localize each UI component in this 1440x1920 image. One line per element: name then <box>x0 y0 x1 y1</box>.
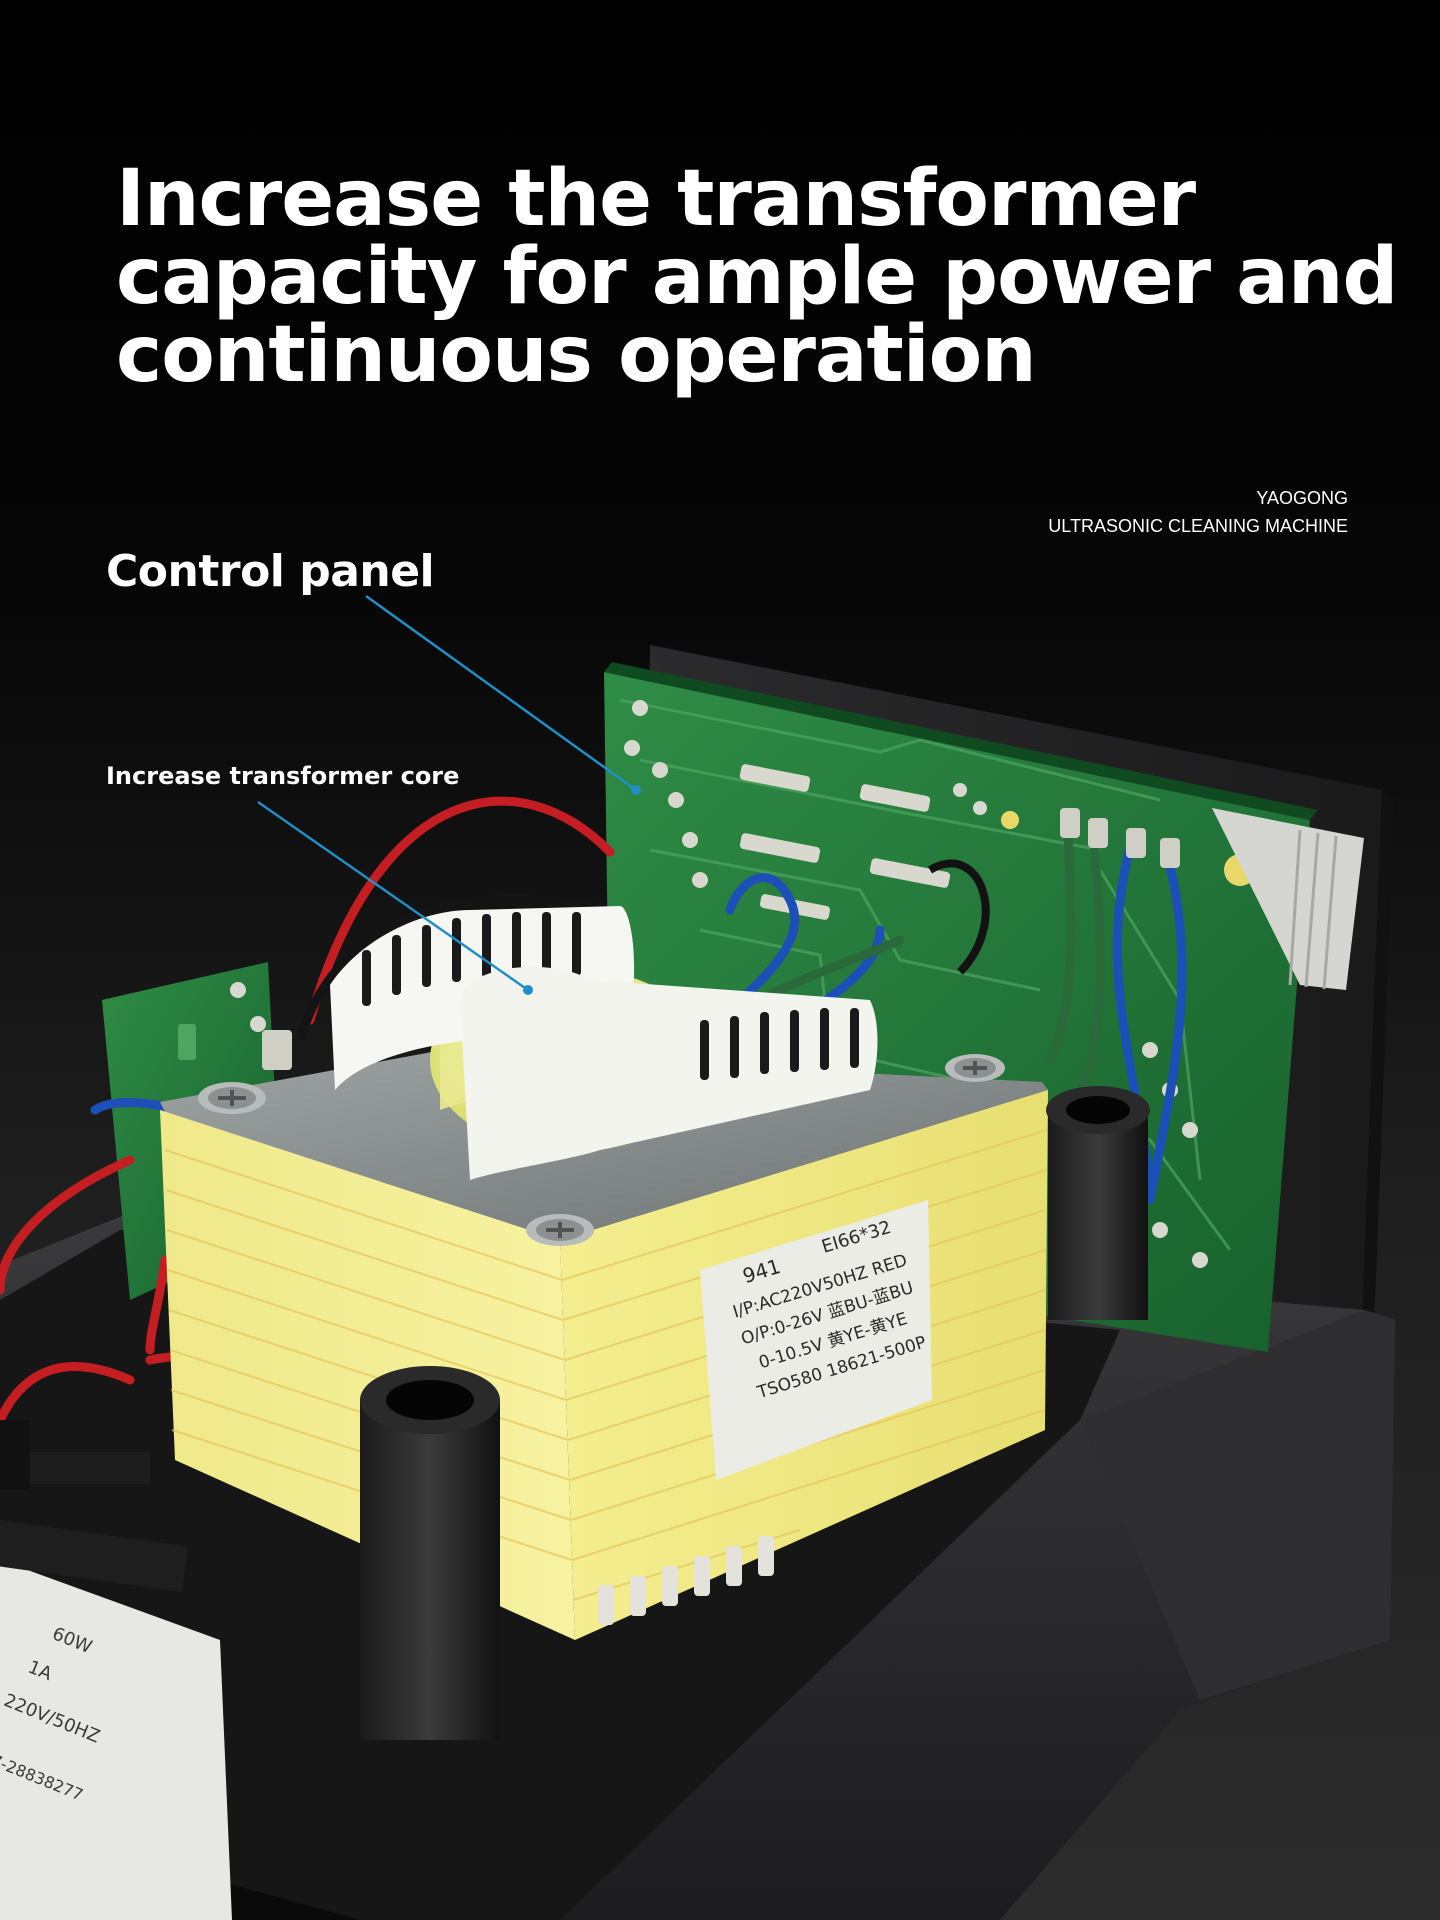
transformer-pins <box>598 1536 774 1625</box>
leader-dot-control-panel <box>631 785 641 795</box>
screws <box>198 1054 1005 1246</box>
case-top-strip <box>0 1519 189 1592</box>
black-wire <box>295 894 612 1042</box>
bobbin-left-slots <box>362 912 581 1006</box>
brand-block: YAOGONG ULTRASONIC CLEANING MACHINE <box>1048 484 1348 540</box>
switch-left <box>0 1420 150 1490</box>
rating-sticker <box>0 1560 232 1920</box>
leader-line-transformer-core <box>257 800 529 992</box>
control-board-edge <box>604 662 1318 820</box>
case-rim <box>1080 1310 1395 1700</box>
headline-line-3: continuous operation <box>116 310 1037 400</box>
brand-product: ULTRASONIC CLEANING MACHINE <box>1048 516 1348 536</box>
left-pcb-pads <box>178 982 266 1060</box>
headline-line-1: Increase the transformer <box>116 154 1196 244</box>
case-back-edge <box>1362 790 1394 1330</box>
transformer-label-bg <box>700 1200 932 1480</box>
leader-line-control-panel <box>365 594 637 792</box>
headline-line-2: capacity for ample power and <box>116 232 1398 322</box>
bobbin-right <box>460 966 878 1180</box>
heatsink-fins <box>1288 829 1338 990</box>
brand-name: YAOGONG <box>1256 488 1348 508</box>
standoff-post-right <box>1046 1086 1150 1320</box>
black-wire-2 <box>927 859 990 975</box>
callout-transformer-core: Increase transformer core <box>106 762 460 790</box>
headline: Increase the transformer capacity for am… <box>116 154 1398 400</box>
standoff-post-front <box>360 1366 500 1740</box>
leader-dot-transformer-core <box>523 985 533 995</box>
bobbin-right-slots <box>700 1008 859 1080</box>
wire-terminals <box>262 808 1180 1070</box>
callout-control-panel: Control panel <box>106 546 435 597</box>
